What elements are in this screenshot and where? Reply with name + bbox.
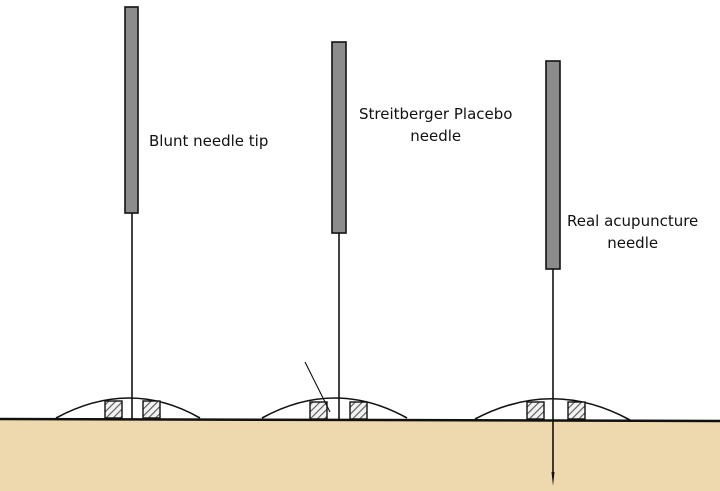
blunt-needle-ring-right <box>142 400 161 419</box>
real-needle-label-line1: Real acupuncture <box>567 212 699 230</box>
placebo-needle-label-line1: Streitberger Placebo <box>359 105 513 123</box>
real-needle-handle <box>545 60 561 270</box>
blunt-needle-handle <box>124 6 139 214</box>
real-needle-tip <box>551 472 555 486</box>
placebo-needle-pointer-line <box>304 361 331 413</box>
placebo-needle <box>261 41 408 420</box>
blunt-needle-plaster-dome <box>55 397 201 419</box>
real-needle-label-line2: needle <box>607 234 659 252</box>
placebo-needle-plaster-dome <box>261 397 408 419</box>
real-needle-ring-left <box>526 401 545 420</box>
blunt-needle-label-text: Blunt needle tip <box>149 132 269 150</box>
real-needle-ring-right <box>567 401 586 420</box>
placebo-needle-label: Streitberger Placebo needle <box>359 103 512 147</box>
placebo-needle-ring-left <box>309 401 328 420</box>
placebo-needle-handle <box>331 41 347 234</box>
real-needle-label: Real acupuncture needle <box>567 210 698 254</box>
placebo-needle-ring-right <box>349 401 368 420</box>
placebo-needle-label-line2: needle <box>410 127 462 145</box>
skin-layer <box>0 420 720 491</box>
blunt-needle-label: Blunt needle tip <box>149 130 268 152</box>
real-needle <box>474 60 631 486</box>
blunt-needle <box>55 6 201 419</box>
skin-surface-line <box>0 417 720 423</box>
blunt-needle-ring-left <box>104 400 123 419</box>
